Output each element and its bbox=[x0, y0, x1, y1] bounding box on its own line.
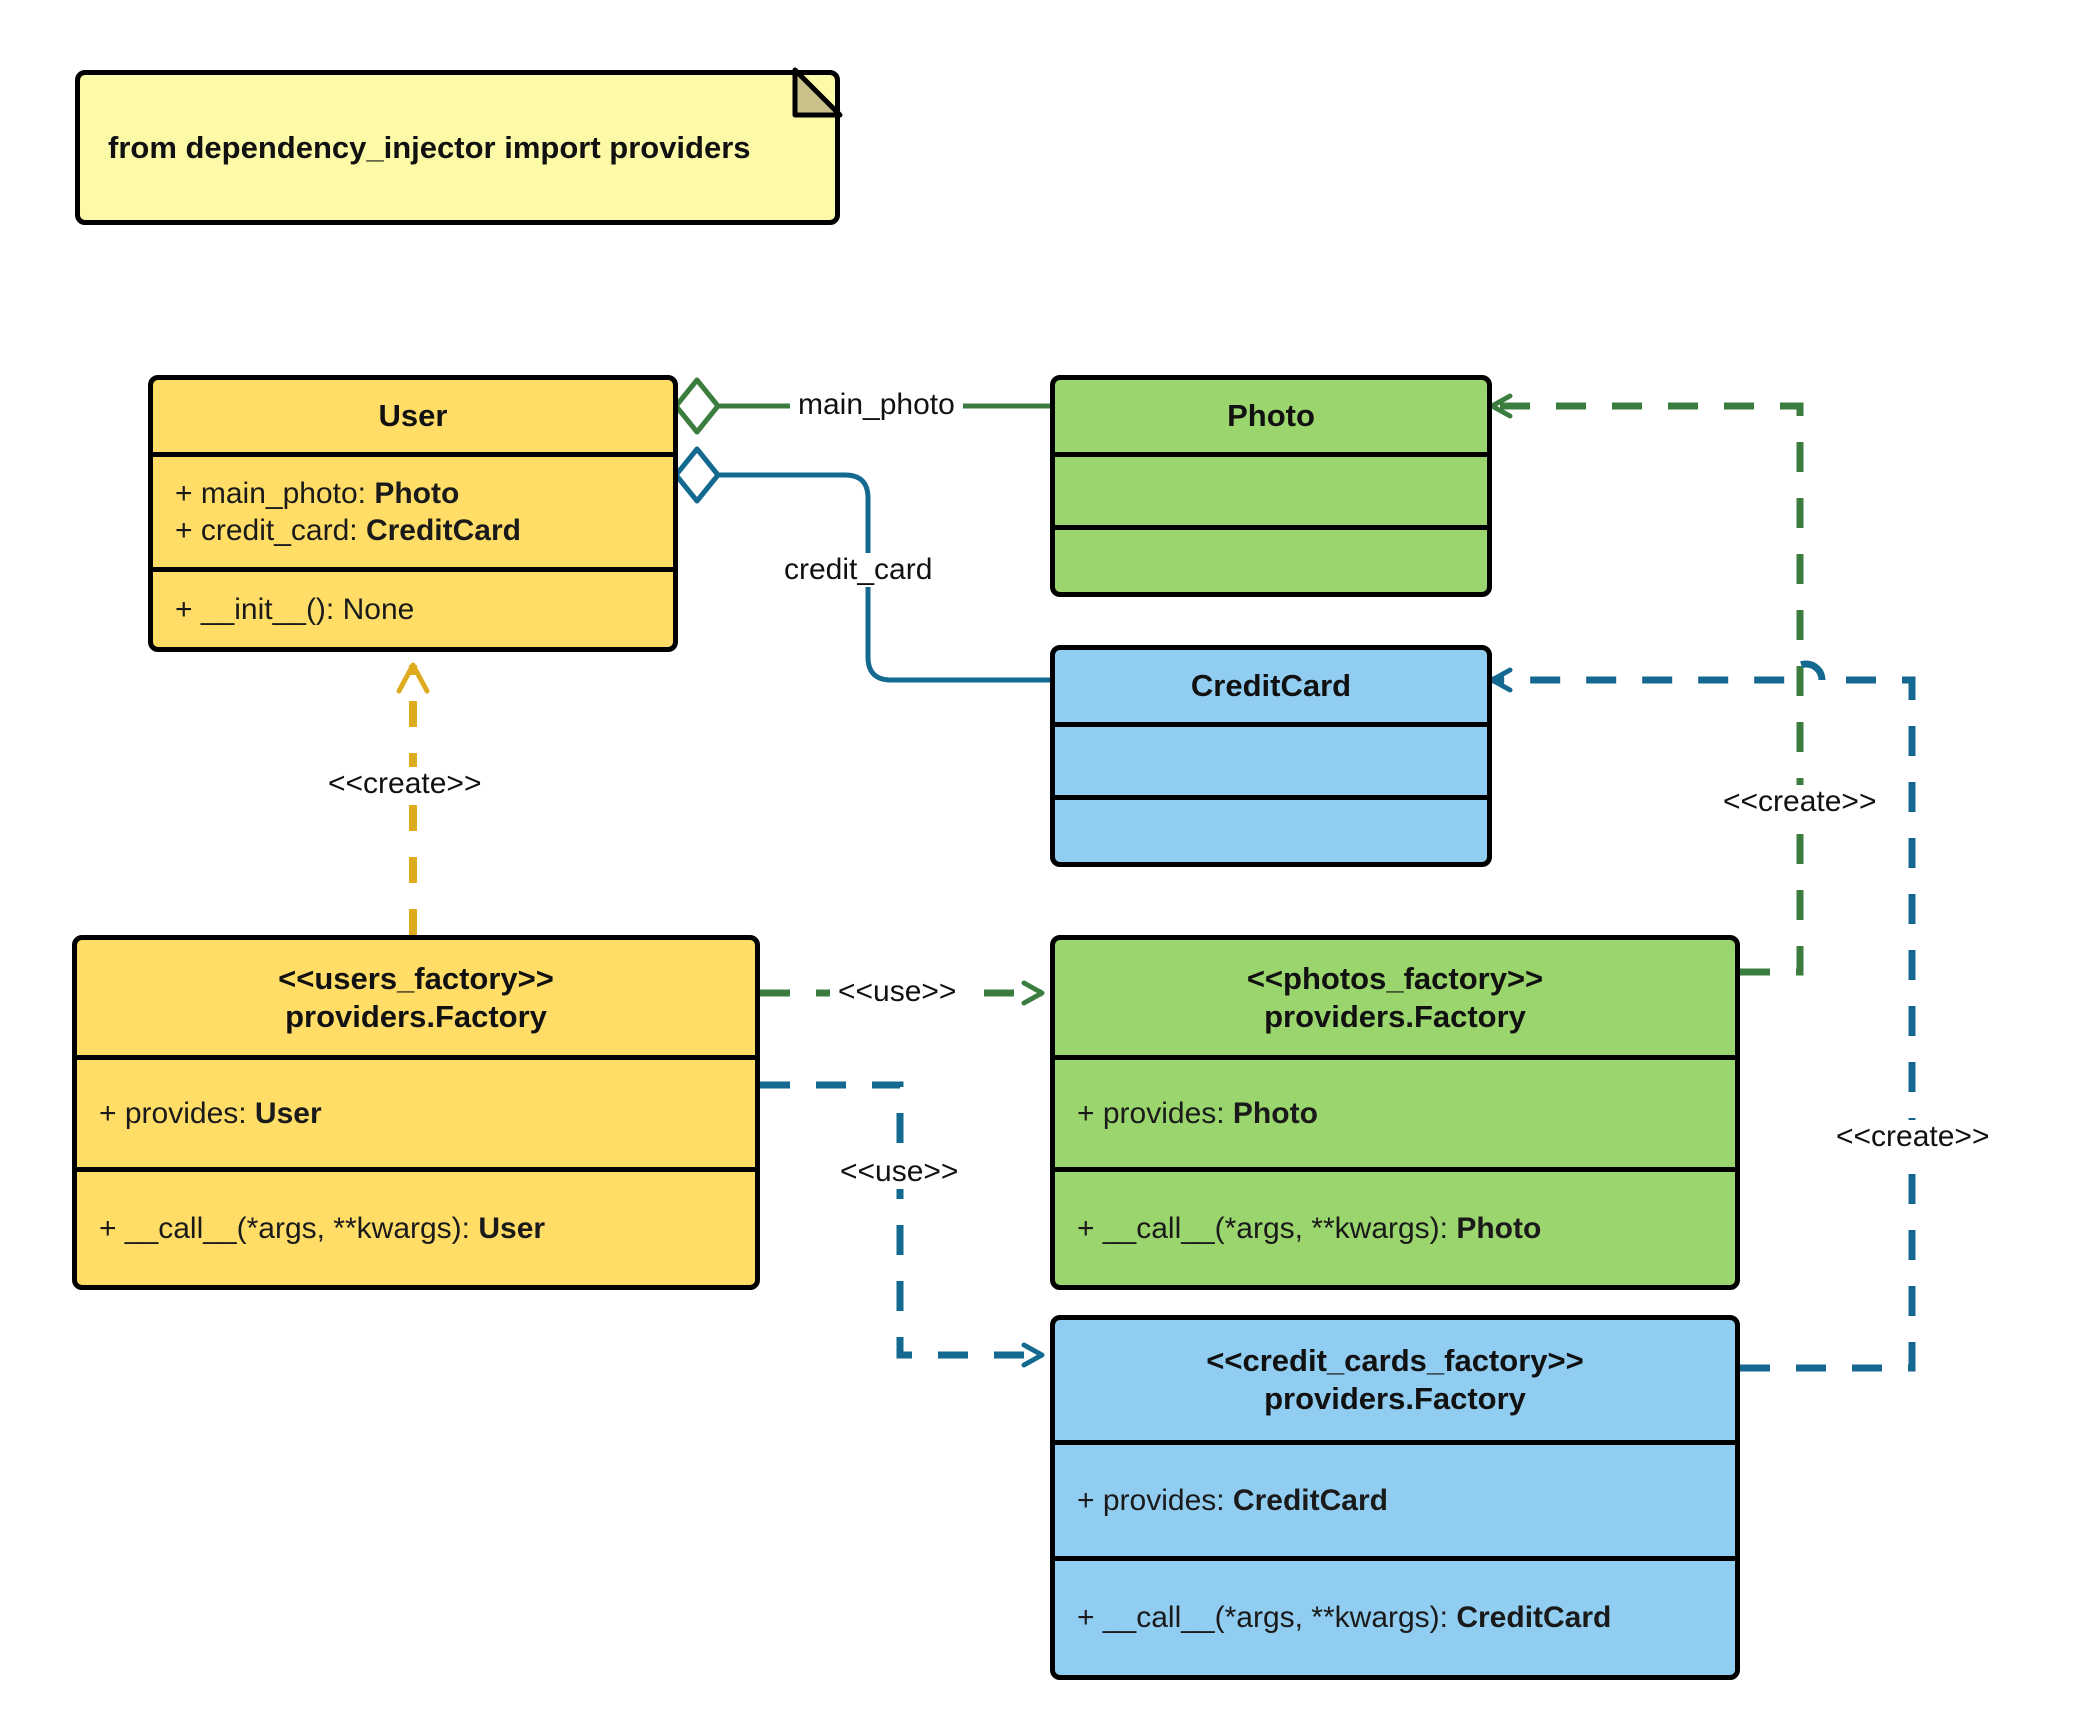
import-note-text: from dependency_injector import provider… bbox=[108, 129, 751, 165]
class-title-credit-cards-factory: <<credit_cards_factory>> providers.Facto… bbox=[1206, 1343, 1584, 1416]
class-attribute-row: + provides: Photo bbox=[1077, 1096, 1318, 1130]
class-method-row: + __init__(): None bbox=[175, 592, 415, 626]
class-attributes-photo bbox=[1055, 452, 1487, 525]
class-methods-photo bbox=[1055, 525, 1487, 592]
class-title-photo: Photo bbox=[1227, 398, 1315, 433]
edge-label-main-photo: main_photo bbox=[790, 388, 963, 422]
class-methods-user: + __init__(): None bbox=[153, 567, 673, 647]
class-attributes-credit-cards-factory: + provides: CreditCard bbox=[1055, 1440, 1735, 1556]
class-methods-photos-factory: + __call__(*args, **kwargs): Photo bbox=[1055, 1167, 1735, 1285]
edge-label-use-credit-cards-factory: <<use>> bbox=[832, 1155, 967, 1189]
class-box-photos-factory[interactable]: <<photos_factory>> providers.Factory + p… bbox=[1050, 935, 1740, 1290]
class-method-row: + __call__(*args, **kwargs): User bbox=[99, 1211, 546, 1245]
class-methods-users-factory: + __call__(*args, **kwargs): User bbox=[77, 1167, 755, 1285]
import-note[interactable]: from dependency_injector import provider… bbox=[75, 70, 840, 225]
class-attributes-users-factory: + provides: User bbox=[77, 1055, 755, 1167]
edge-label-create-photo: <<create>> bbox=[1715, 785, 1885, 819]
edge-credit-cards-factory-creates-credit-card bbox=[1489, 660, 1916, 1372]
class-title-photos-factory: <<photos_factory>> providers.Factory bbox=[1246, 960, 1544, 1034]
edge-label-credit-card: credit_card bbox=[776, 553, 941, 587]
class-methods-creditcard bbox=[1055, 795, 1487, 862]
class-box-creditcard[interactable]: CreditCard bbox=[1050, 645, 1492, 867]
aggregation-diamond-icon bbox=[673, 377, 721, 435]
class-methods-credit-cards-factory: + __call__(*args, **kwargs): CreditCard bbox=[1055, 1556, 1735, 1675]
line-hop-bridge bbox=[1489, 660, 1826, 693]
class-attribute-row: + credit_card: CreditCard bbox=[175, 514, 521, 547]
class-title-creditcard: CreditCard bbox=[1190, 668, 1352, 703]
class-box-user[interactable]: User + main_photo: Photo + credit_card: … bbox=[148, 375, 678, 652]
class-box-credit-cards-factory[interactable]: <<credit_cards_factory>> providers.Facto… bbox=[1050, 1315, 1740, 1680]
edge-label-create-user: <<create>> bbox=[320, 767, 490, 801]
class-box-users-factory[interactable]: <<users_factory>> providers.Factory + pr… bbox=[72, 935, 760, 1290]
aggregation-diamond-icon bbox=[673, 446, 721, 504]
class-box-photo[interactable]: Photo bbox=[1050, 375, 1492, 597]
class-attribute-row: + provides: CreditCard bbox=[1077, 1483, 1388, 1517]
edge-photos-factory-creates-photo bbox=[1489, 393, 1804, 976]
class-method-row: + __call__(*args, **kwargs): CreditCard bbox=[1077, 1601, 1612, 1635]
edge-users-factory-uses-credit-cards-factory bbox=[760, 1081, 1045, 1368]
class-title-user: User bbox=[378, 398, 448, 433]
edge-label-create-credit-card: <<create>> bbox=[1828, 1120, 1998, 1154]
class-attributes-photos-factory: + provides: Photo bbox=[1055, 1055, 1735, 1167]
class-attributes-creditcard bbox=[1055, 722, 1487, 795]
class-attributes-user: + main_photo: Photo + credit_card: Credi… bbox=[153, 452, 673, 567]
class-attribute-row: + provides: User bbox=[99, 1096, 322, 1130]
class-method-row: + __call__(*args, **kwargs): Photo bbox=[1077, 1211, 1542, 1245]
class-title-users-factory: <<users_factory>> providers.Factory bbox=[278, 960, 554, 1034]
edge-label-use-photos-factory: <<use>> bbox=[830, 975, 965, 1009]
class-attribute-row: + main_photo: Photo bbox=[175, 476, 460, 510]
